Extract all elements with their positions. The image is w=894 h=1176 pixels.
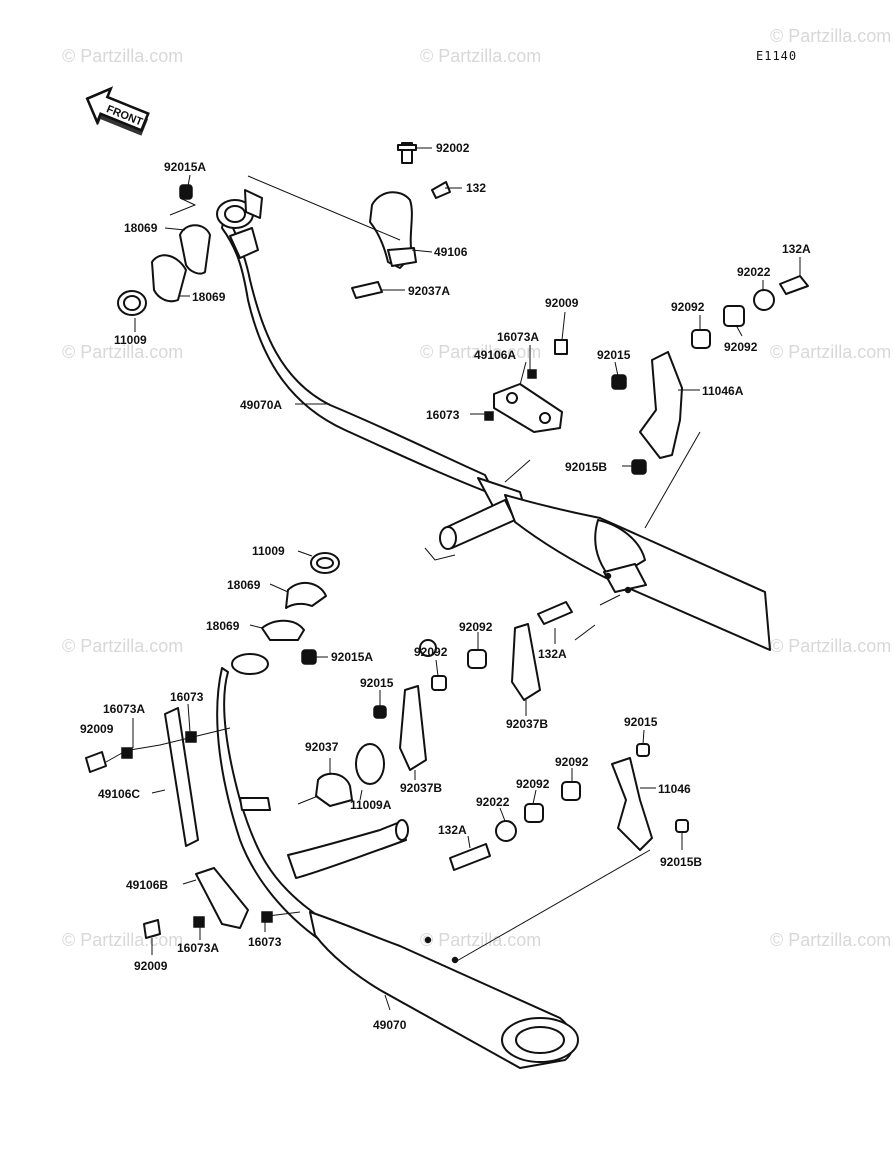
part-label: 11046A bbox=[702, 384, 744, 398]
watermark: © Partzilla.com bbox=[770, 636, 891, 656]
part-label: 49070A bbox=[240, 398, 282, 412]
part-label: 16073 bbox=[170, 690, 204, 704]
part-label: 92015 bbox=[624, 715, 658, 729]
part-label: 132 bbox=[466, 181, 486, 195]
watermark: © Partzilla.com bbox=[770, 26, 891, 46]
part-label: 49106A bbox=[474, 348, 516, 362]
bracket-11046A bbox=[611, 275, 809, 475]
upper-exhaust-pipe bbox=[216, 189, 771, 651]
watermark: © Partzilla.com bbox=[420, 342, 541, 362]
part-label: 92092 bbox=[516, 777, 550, 791]
part-label: 16073 bbox=[426, 408, 460, 422]
part-label: 92015B bbox=[565, 460, 607, 474]
part-label: 92037 bbox=[305, 740, 339, 754]
part-label: 49106C bbox=[98, 787, 140, 801]
part-label: 92092 bbox=[724, 340, 758, 354]
part-label: 11009 bbox=[114, 333, 147, 347]
part-label: 92015A bbox=[331, 650, 373, 664]
part-label: 92009 bbox=[545, 296, 579, 310]
part-label: 49106B bbox=[126, 878, 168, 892]
part-label: 49070 bbox=[373, 1018, 407, 1032]
part-label: 92015 bbox=[360, 676, 394, 690]
part-label: 16073A bbox=[177, 941, 219, 955]
part-label: 92092 bbox=[671, 300, 705, 314]
part-label: 49106 bbox=[434, 245, 468, 259]
part-label: 92037A bbox=[408, 284, 450, 298]
part-label: 18069 bbox=[206, 619, 240, 633]
part-label: 92015A bbox=[164, 160, 206, 174]
lower-gasket-set bbox=[261, 552, 340, 665]
part-label: 92015B bbox=[660, 855, 702, 869]
part-label: 132A bbox=[782, 242, 811, 256]
front-arrow-icon: FRONT bbox=[85, 86, 150, 136]
part-label: 92022 bbox=[476, 795, 510, 809]
part-label: 132A bbox=[438, 823, 467, 837]
watermark: © Partzilla.com bbox=[62, 46, 183, 66]
part-label: 92002 bbox=[436, 141, 470, 155]
part-label: 18069 bbox=[192, 290, 226, 304]
part-label: 92022 bbox=[737, 265, 771, 279]
part-label: 11009 bbox=[252, 544, 285, 558]
diagram-reference-code: E1140 bbox=[756, 49, 797, 63]
watermark: © Partzilla.com bbox=[420, 46, 541, 66]
watermark-layer: © Partzilla.com © Partzilla.com © Partzi… bbox=[62, 26, 891, 950]
watermark: © Partzilla.com bbox=[420, 930, 541, 950]
leader-lines-upper bbox=[134, 147, 801, 606]
part-label: 92009 bbox=[80, 722, 114, 736]
part-label: 18069 bbox=[124, 221, 158, 235]
watermark: © Partzilla.com bbox=[770, 342, 891, 362]
watermark: © Partzilla.com bbox=[62, 342, 183, 362]
part-label: 92092 bbox=[414, 645, 448, 659]
lower-exhaust-pipe bbox=[216, 653, 579, 1069]
part-label: 16073A bbox=[497, 330, 539, 344]
part-label: 16073A bbox=[103, 702, 145, 716]
part-labels: 92002 132 49106 92037A 92015A 18069 1806… bbox=[80, 141, 811, 1032]
part-label: 11009A bbox=[350, 798, 392, 812]
part-label: 92015 bbox=[597, 348, 631, 362]
part-label: 132A bbox=[538, 647, 567, 661]
part-label: 92092 bbox=[459, 620, 493, 634]
part-label: 16073 bbox=[248, 935, 282, 949]
part-label: 92037B bbox=[400, 781, 442, 795]
part-label: 92092 bbox=[555, 755, 589, 769]
clamp-49106 bbox=[351, 142, 451, 299]
part-label: 18069 bbox=[227, 578, 261, 592]
leader-lines-lower bbox=[105, 550, 683, 1011]
part-label: 92009 bbox=[134, 959, 168, 973]
watermark: © Partzilla.com bbox=[770, 930, 891, 950]
watermark: © Partzilla.com bbox=[62, 930, 183, 950]
part-label: 11046 bbox=[658, 782, 691, 796]
part-label: 92037B bbox=[506, 717, 548, 731]
watermark: © Partzilla.com bbox=[62, 636, 183, 656]
upper-gasket-set bbox=[117, 184, 211, 316]
